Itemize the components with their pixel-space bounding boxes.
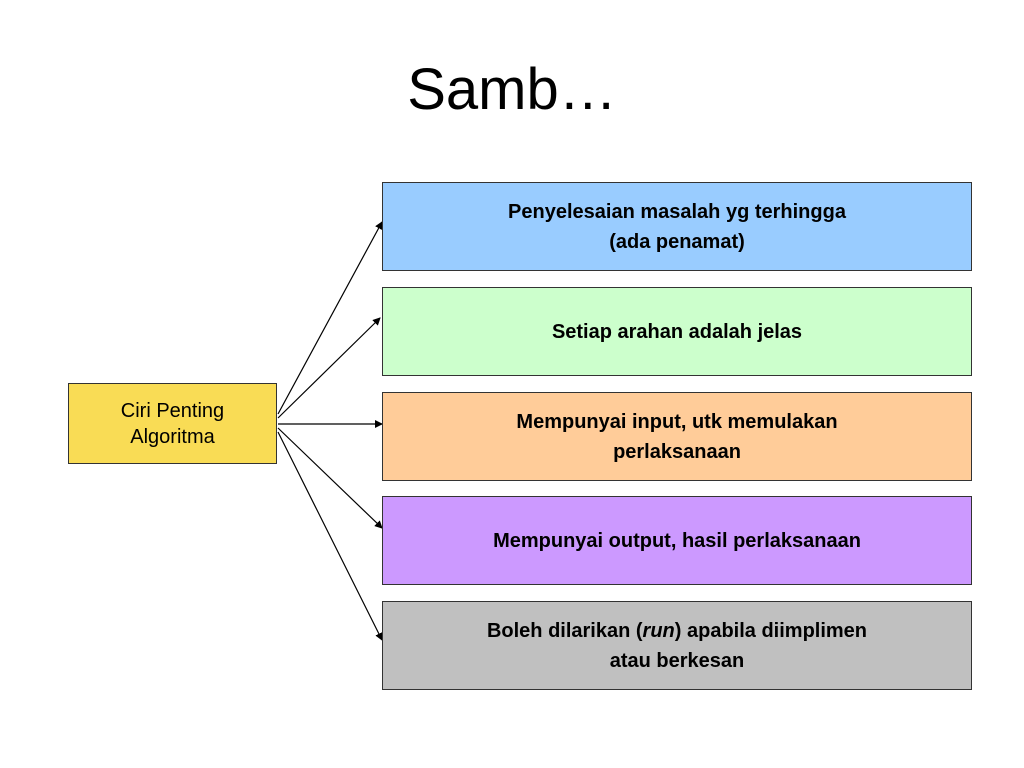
arrow-to-box-5 — [277, 431, 383, 641]
target-3-line-2: perlaksanaan — [613, 440, 741, 463]
target-box-3: Mempunyai input, utk memulakan perlaksan… — [382, 392, 972, 481]
target-1-line-2: (ada penamat) — [609, 230, 745, 253]
arrow-to-box-4 — [277, 427, 383, 529]
arrow-to-box-1 — [277, 221, 383, 415]
target-4-line-1: Mempunyai output, hasil perlaksanaan — [493, 529, 861, 552]
target-2-line-1: Setiap arahan adalah jelas — [551, 320, 803, 343]
slide-title: Samb… — [407, 57, 617, 122]
source-label: Ciri Penting Algoritma — [120, 399, 225, 448]
target-box-5: Boleh dilarikan (run) apabila diimplimen… — [382, 601, 972, 690]
target-box-4: Mempunyai output, hasil perlaksanaan — [382, 496, 972, 585]
source-box: Ciri Penting Algoritma — [68, 383, 277, 464]
target-5-line-1-post: ) apabila diimplimen — [674, 619, 868, 642]
target-1-line-1: Penyelesaian masalah yg terhingga — [508, 200, 846, 223]
target-box-1: Penyelesaian masalah yg terhingga (ada p… — [382, 182, 972, 271]
target-5-line-1-pre: Boleh dilarikan ( — [486, 619, 643, 642]
arrow-to-box-2 — [277, 317, 381, 419]
target-5-line-2: atau berkesan — [609, 649, 745, 672]
target-5-line-1: Boleh dilarikan (run) apabila diimplimen — [487, 616, 867, 646]
target-5-line-1-italic: run — [642, 619, 675, 642]
target-box-2: Setiap arahan adalah jelas — [382, 287, 972, 376]
target-3-line-1: Mempunyai input, utk memulakan — [516, 410, 838, 433]
